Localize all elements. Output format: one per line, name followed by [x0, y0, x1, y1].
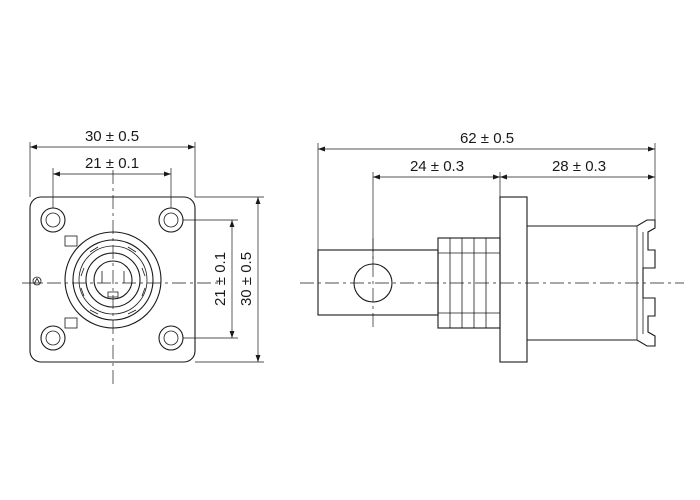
front-view [22, 170, 222, 385]
ribbed-nut [437, 237, 501, 329]
dim-label-hole-spacing-v: 21 ± 0.1 [212, 252, 229, 306]
side-dimensions: 62 ± 0.5 24 ± 0.3 28 ± 0.3 [317, 130, 656, 264]
side-view [300, 196, 684, 363]
dim-label-width: 30 ± 0.5 [85, 128, 139, 145]
dim-label-height: 30 ± 0.5 [238, 252, 255, 306]
mounting-hole-bottom-left [40, 325, 66, 351]
dim-label-hole-spacing-h: 21 ± 0.1 [85, 155, 139, 172]
mounting-flange [29, 196, 196, 363]
mounting-hole-top-left [40, 207, 66, 233]
dim-label-pin-length: 24 ± 0.3 [410, 158, 464, 175]
front-dimensions: 30 ± 0.5 21 ± 0.1 21 ± 0.1 30 ± 0.5 [29, 128, 264, 363]
mounting-hole-bottom-right [158, 325, 184, 351]
contact-pin [317, 249, 439, 316]
housing-body [527, 219, 656, 347]
dim-label-body-length: 28 ± 0.3 [552, 158, 606, 175]
mounting-hole-top-right [158, 207, 184, 233]
side-flange [499, 196, 528, 363]
receptacle-face [64, 231, 162, 329]
locating-mark [32, 276, 42, 286]
dim-label-overall-length: 62 ± 0.5 [460, 130, 514, 147]
